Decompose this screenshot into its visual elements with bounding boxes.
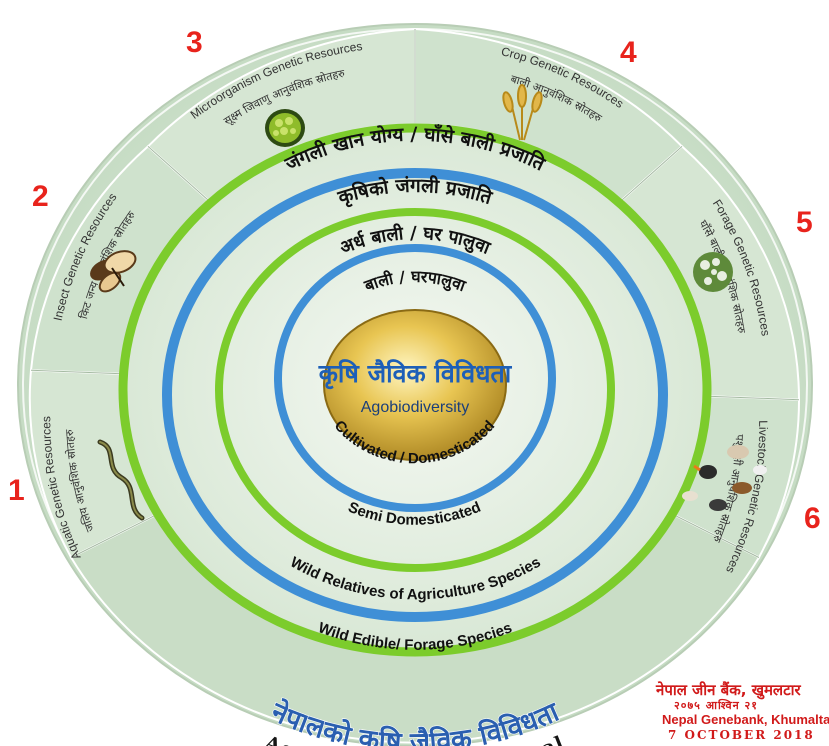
ring-wild-edible (118, 123, 712, 657)
livestock-icon (682, 445, 767, 511)
wheat-icon (502, 84, 543, 141)
butterfly-icon (90, 250, 137, 293)
ring-cultivated (274, 244, 556, 512)
eel-icon (97, 439, 145, 521)
center-title-nepali: कृषि जैविक विविधता (318, 359, 513, 390)
microbe-icon (265, 109, 305, 147)
sector-number-3: 3 (186, 26, 203, 59)
credit-date-nepali: २०७५ आश्विन २१ (674, 699, 758, 712)
forage-icon (693, 252, 733, 292)
sector-number-1: 1 (8, 474, 25, 507)
credit-org-english: Nepal Genebank, Khumaltar (662, 712, 829, 727)
ring-wild-relatives (162, 168, 668, 622)
credit-date-english: 7 October 2018 (668, 728, 815, 742)
sector-number-2: 2 (32, 180, 49, 213)
sector-number-5: 5 (796, 206, 813, 239)
ring-semi-domesticated (215, 208, 615, 572)
credit-org-nepali: नेपाल जीन बैंक, खुमलटार (656, 681, 801, 699)
sector-number-6: 6 (804, 502, 821, 535)
sector-number-4: 4 (620, 36, 637, 69)
center-disc (323, 309, 507, 461)
center-title-english: Agobiodiversity (361, 399, 470, 416)
